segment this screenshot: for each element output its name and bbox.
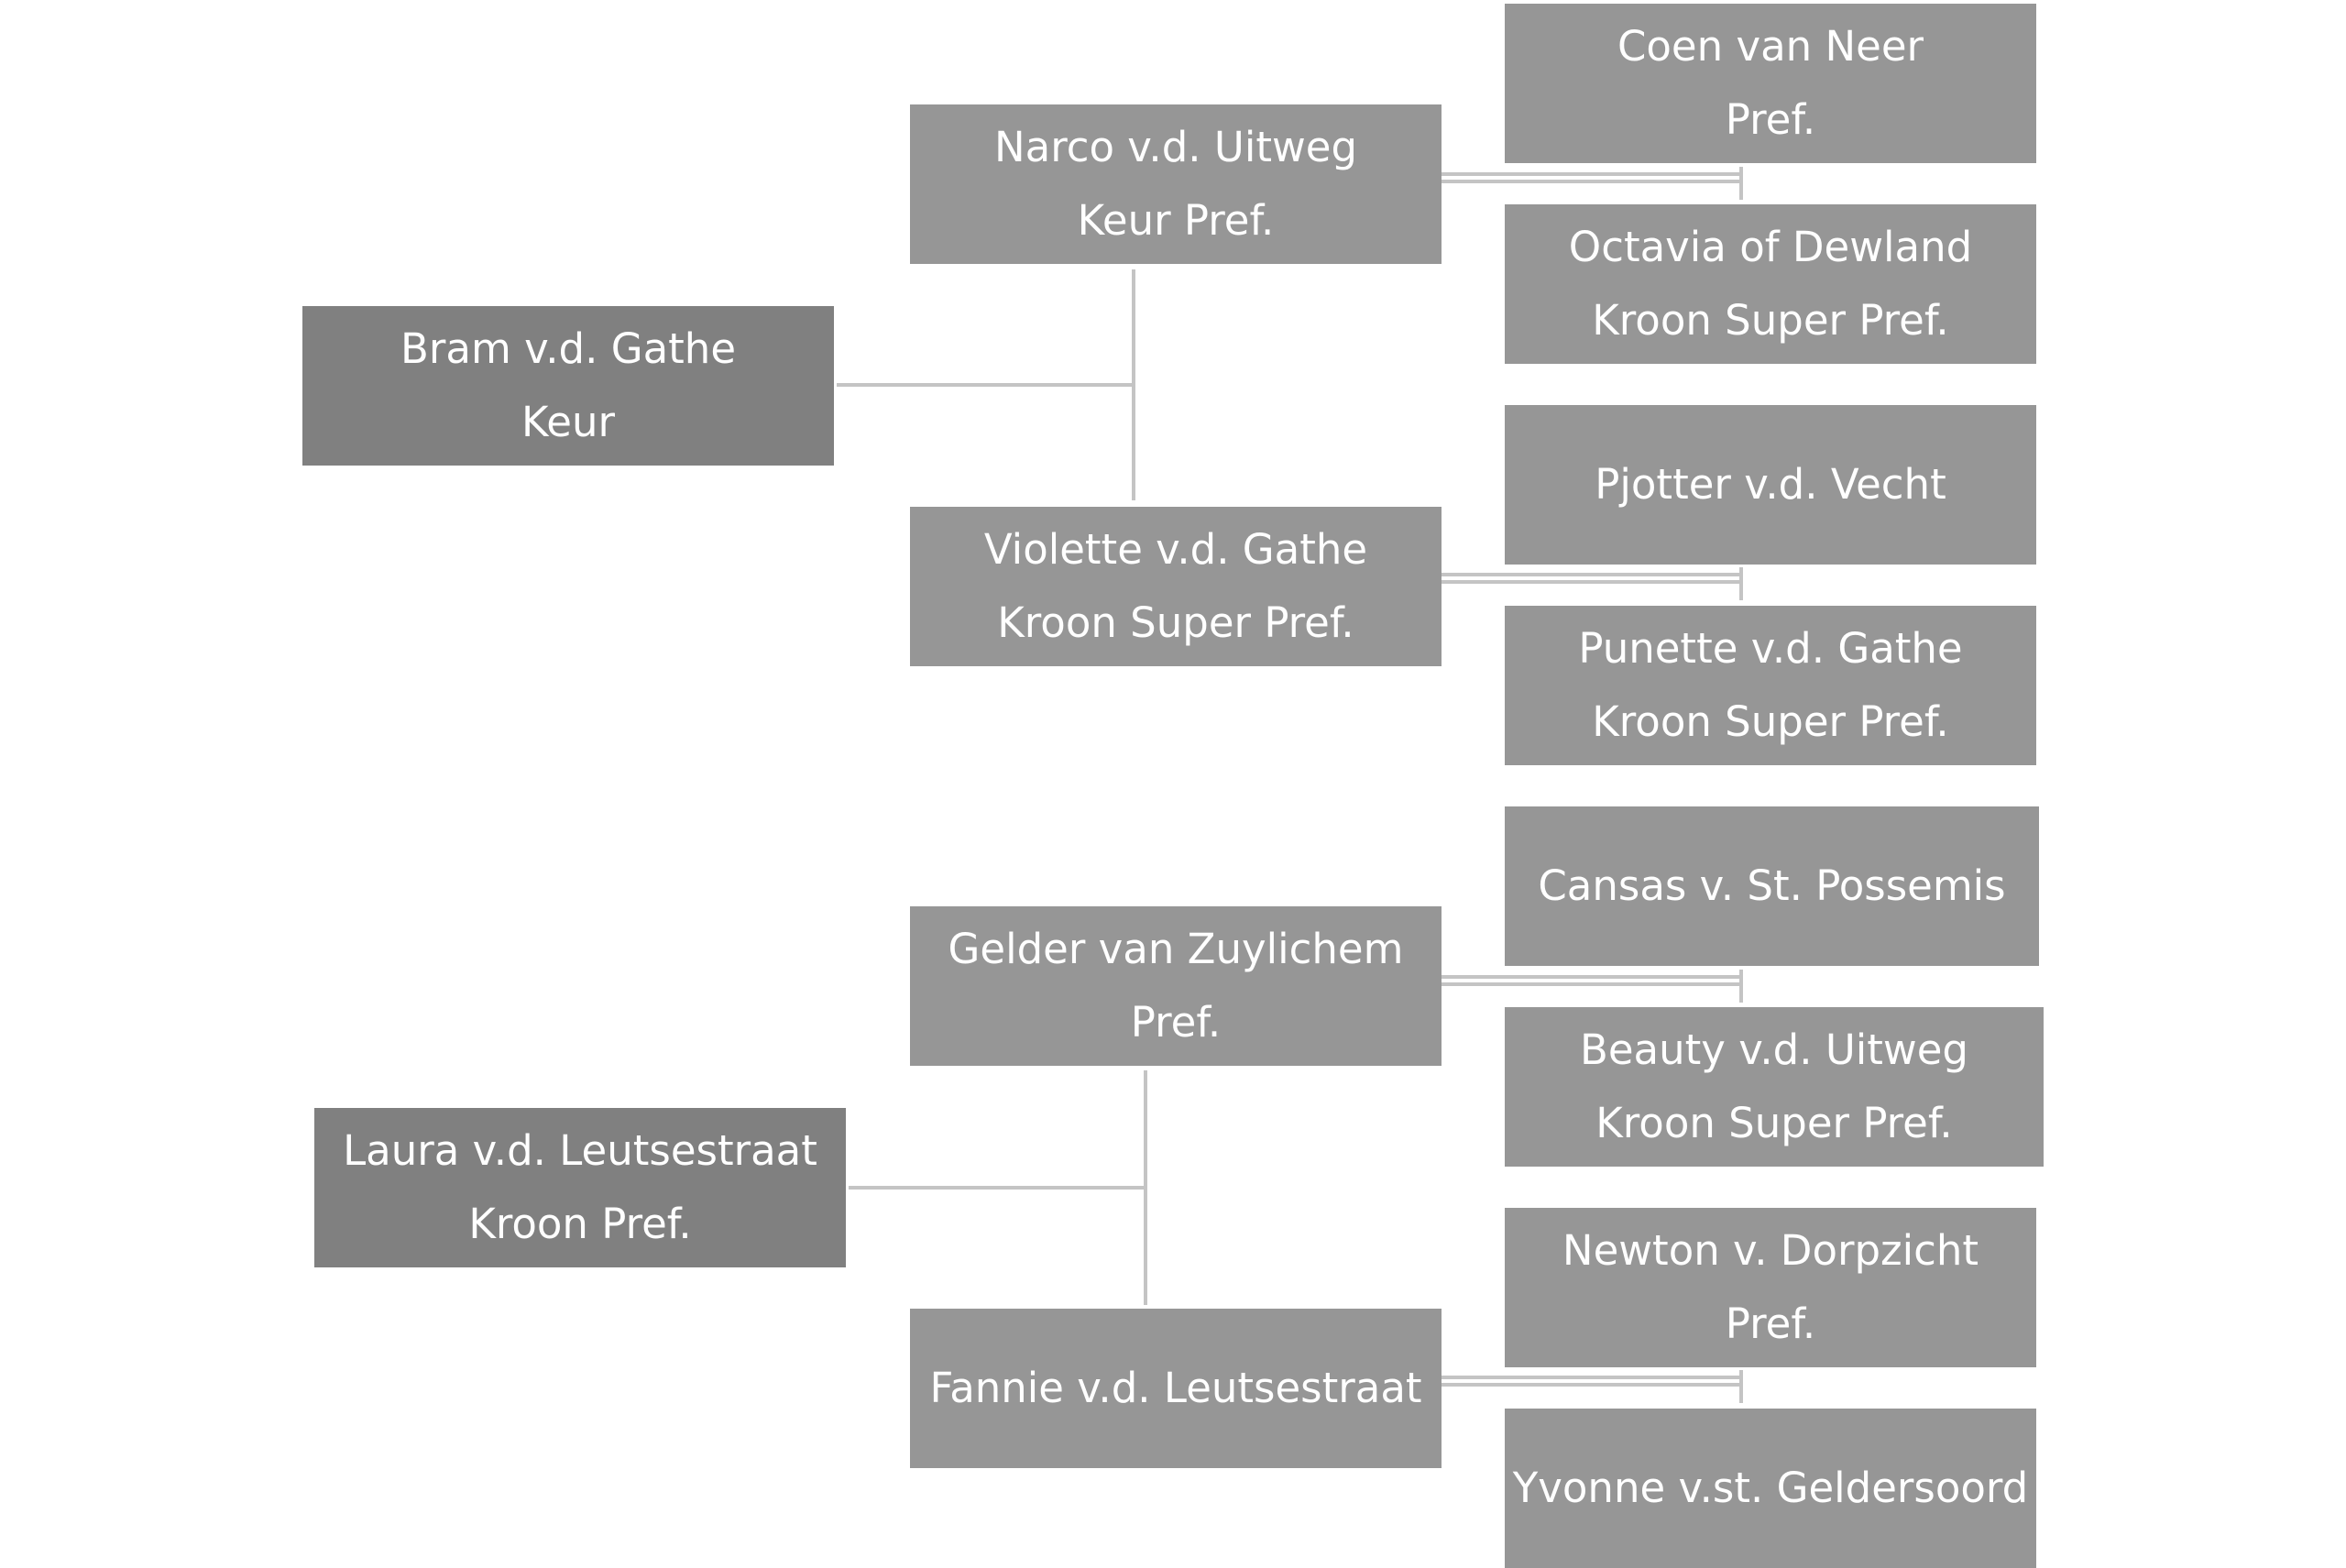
sire-dam-title: Kroon Super Pref. [1595, 1099, 1953, 1147]
dam-sire-box: Pjotter v.d. Vecht [1505, 405, 2036, 565]
dam-box: Violette v.d. Gathe Kroon Super Pref. [910, 507, 1442, 666]
sire-dam-title: Kroon Super Pref. [1592, 296, 1949, 345]
dam-dam-title: Kroon Super Pref. [1592, 697, 1949, 746]
subject-title: Keur [521, 398, 615, 446]
dam-dam-box: Punette v.d. Gathe Kroon Super Pref. [1505, 606, 2036, 765]
dam-name: Violette v.d. Gathe [983, 525, 1368, 574]
subject-name: Laura v.d. Leutsestraat [343, 1126, 817, 1175]
sire-sire-name: Coen van Neer [1617, 22, 1924, 71]
sire-box: Narco v.d. Uitweg Keur Pref. [910, 104, 1442, 264]
sire-dam-name: Octavia of Dewland [1568, 223, 1973, 271]
sire-sire-box: Coen van Neer Pref. [1505, 4, 2036, 163]
connector-subject-2 [849, 1070, 1147, 1305]
dam-box: Fannie v.d. Leutsestraat [910, 1309, 1442, 1468]
connector-sire-2 [1439, 970, 1743, 1003]
sire-dam-box: Octavia of Dewland Kroon Super Pref. [1505, 204, 2036, 364]
dam-name: Fannie v.d. Leutsestraat [929, 1364, 1422, 1412]
sire-sire-name: Cansas v. St. Possemis [1538, 861, 2006, 910]
dam-title: Kroon Super Pref. [997, 598, 1354, 647]
dam-dam-name: Punette v.d. Gathe [1578, 624, 1963, 673]
connector-dam-2 [1439, 1370, 1743, 1403]
connector-sire-1 [1439, 167, 1743, 200]
subject-box: Laura v.d. Leutsestraat Kroon Pref. [314, 1108, 846, 1267]
sire-sire-box: Cansas v. St. Possemis [1505, 806, 2039, 966]
subject-title: Kroon Pref. [468, 1200, 692, 1248]
sire-sire-title: Pref. [1725, 95, 1816, 144]
sire-name: Narco v.d. Uitweg [993, 123, 1358, 171]
dam-sire-name: Pjotter v.d. Vecht [1595, 460, 1946, 509]
subject-name: Bram v.d. Gathe [400, 324, 736, 373]
dam-sire-title: Pref. [1725, 1299, 1816, 1348]
sire-name: Gelder van Zuylichem [948, 925, 1404, 973]
dam-dam-name: Yvonne v.st. Geldersoord [1512, 1464, 2029, 1512]
sire-title: Pref. [1130, 998, 1222, 1047]
dam-sire-box: Newton v. Dorpzicht Pref. [1505, 1208, 2036, 1367]
subject-box: Bram v.d. Gathe Keur [302, 306, 834, 466]
dam-dam-box: Yvonne v.st. Geldersoord [1505, 1409, 2036, 1568]
sire-dam-name: Beauty v.d. Uitweg [1580, 1025, 1968, 1074]
dam-sire-name: Newton v. Dorpzicht [1562, 1226, 1979, 1275]
connector-dam-1 [1439, 567, 1743, 600]
sire-title: Keur Pref. [1077, 196, 1275, 245]
connector-subject-1 [837, 269, 1135, 500]
sire-dam-box: Beauty v.d. Uitweg Kroon Super Pref. [1505, 1007, 2044, 1167]
sire-box: Gelder van Zuylichem Pref. [910, 906, 1442, 1066]
